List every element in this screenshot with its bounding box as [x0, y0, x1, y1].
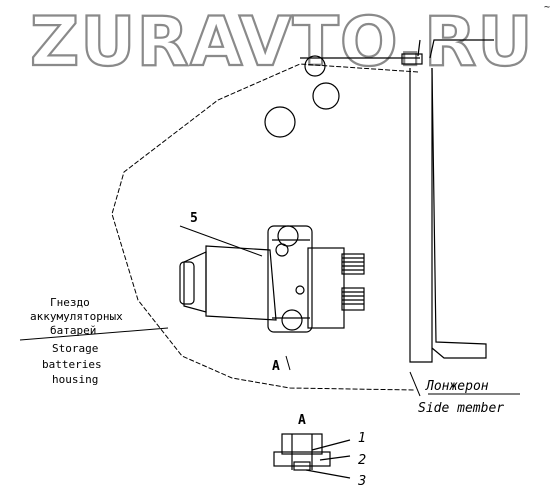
callout-1: 1 [358, 431, 366, 446]
mounting-hole [264, 106, 296, 138]
mounting-hole [312, 82, 340, 110]
mounting-hole [304, 55, 326, 77]
corner-mark: ~ [544, 2, 550, 13]
callout-5: 5 [190, 211, 198, 226]
callout-3: 3 [358, 474, 366, 489]
housing-label-ru-3: батарей [50, 324, 96, 337]
housing-label-en-3: housing [52, 373, 98, 386]
battery-housing-outline [111, 63, 419, 391]
side-member-label-ru: Лонжерон [425, 379, 489, 394]
view-title: A [298, 413, 306, 428]
housing-label-ru-1: Гнездо [50, 296, 90, 309]
housing-label-en-2: batteries [42, 358, 102, 371]
side-member [300, 39, 494, 363]
detail-view-a [273, 433, 351, 479]
side-member-label-en: Side member [418, 401, 504, 416]
callout-2: 2 [358, 453, 366, 468]
view-marker: A [272, 359, 280, 374]
watermark-text: ZURAVTO.RU [30, 3, 534, 82]
battery-switch [179, 225, 365, 333]
housing-label-en-1: Storage [52, 342, 98, 355]
leader-lines [19, 225, 520, 397]
housing-label-ru-2: аккумуляторных [30, 310, 123, 323]
